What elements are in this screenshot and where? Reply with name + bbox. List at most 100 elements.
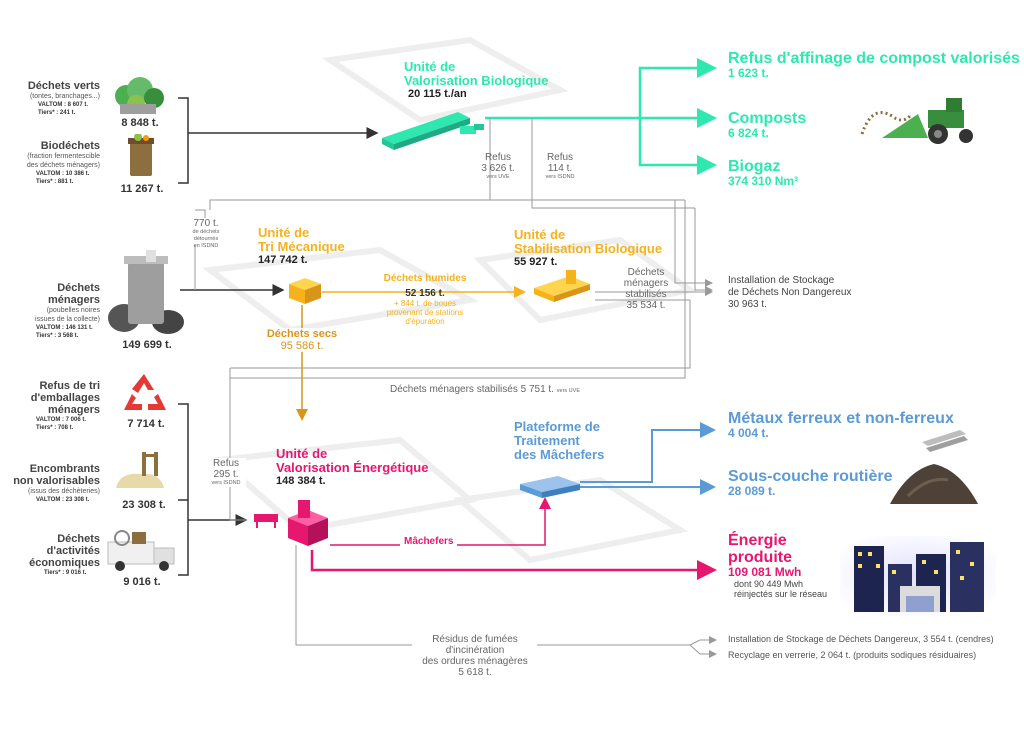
trash-bin-bags-icon bbox=[106, 248, 186, 343]
unit-title: Valorisation Biologique bbox=[404, 73, 549, 88]
source-name: Encombrants bbox=[29, 463, 100, 475]
flow-label: des ordures ménagères bbox=[422, 656, 528, 667]
output-value: 6 824 t. bbox=[728, 126, 769, 140]
output-title: produite bbox=[728, 549, 792, 566]
source-total: 9 016 t. bbox=[123, 576, 161, 588]
unit-valorisation-biologique: Unité de Valorisation Biologique 20 115 … bbox=[404, 59, 549, 101]
source-sub: (poubelles noires bbox=[46, 307, 100, 314]
unit-title: Valorisation Énergétique bbox=[276, 460, 429, 475]
flow-machefers: Mâchefers bbox=[400, 536, 458, 547]
metal-bars-icon bbox=[920, 428, 970, 457]
flow-dechets-secs: Déchets secs 95 586 t. bbox=[264, 328, 340, 352]
source-name: Déchets bbox=[57, 282, 100, 294]
unit-title: Unité de bbox=[404, 59, 456, 74]
source-name: Déchets verts bbox=[27, 80, 100, 92]
flow-value: 770 t. bbox=[193, 218, 219, 229]
unit-value: 147 742 t. bbox=[258, 254, 308, 266]
compost-bin-icon bbox=[126, 133, 156, 185]
source-name: d'emballages bbox=[30, 392, 100, 404]
flow-value: 5 618 t. bbox=[458, 667, 492, 678]
flow-value: 114 t. bbox=[547, 163, 573, 174]
output-isdnd: Installation de Stockage de Déchets Non … bbox=[728, 275, 851, 311]
source-name: non valorisables bbox=[13, 475, 100, 487]
flow-note: détournés bbox=[193, 236, 219, 242]
source-meta: Tiers* : 881 t. bbox=[36, 179, 74, 185]
output-refus-compost: Refus d'affinage de compost valorisés 1 … bbox=[728, 50, 1020, 80]
output-value: 109 081 Mwh bbox=[728, 565, 802, 579]
energie-unit-building-icon bbox=[252, 498, 332, 553]
output-composts: Composts 6 824 t. bbox=[728, 110, 806, 140]
source-meta: VALTOM : 7 006 t. bbox=[36, 417, 87, 423]
flow-note: d'épuration bbox=[405, 317, 445, 326]
output-title: Énergie bbox=[728, 532, 787, 549]
flow-value: 52 156 t. bbox=[405, 288, 445, 299]
unit-plateforme-machefers: Plateforme de Traitement des Mâchefers bbox=[514, 420, 604, 462]
flow-label: ménagers bbox=[623, 278, 669, 289]
recycling-icon bbox=[120, 372, 168, 419]
flow-note: vers ISDND bbox=[545, 174, 575, 180]
unit-value: 148 384 t. bbox=[276, 475, 326, 487]
source-name: économiques bbox=[29, 557, 100, 569]
source-name: d'activités bbox=[46, 545, 100, 557]
bio-unit-building-icon bbox=[378, 108, 488, 161]
flow-dechets-humides: Déchets humides 52 156 t. + 844 t. de bo… bbox=[360, 273, 490, 326]
source-total: 8 848 t. bbox=[121, 117, 159, 129]
green-waste-bin-icon bbox=[110, 74, 166, 121]
flow-detournes: 770 t. de déchets détournés en ISDND bbox=[186, 218, 226, 250]
source-meta: Tiers* : 3 568 t. bbox=[36, 333, 79, 339]
flow-label: Refus bbox=[546, 152, 574, 163]
flow-label: Déchets ménagers stabilisés 5 751 t. bbox=[390, 384, 554, 395]
flow-note: vers UVE bbox=[486, 174, 510, 180]
output-value: 1 623 t. bbox=[728, 66, 769, 80]
output-value: 28 089 t. bbox=[728, 484, 776, 498]
flow-label: Refus bbox=[212, 458, 240, 469]
source-total: 149 699 t. bbox=[122, 339, 172, 351]
unit-title: Stabilisation Biologique bbox=[514, 241, 663, 256]
source-meta: Tiers* : 708 t. bbox=[36, 425, 74, 431]
flow-value: 3 626 t. bbox=[481, 163, 515, 174]
source-total: 11 267 t. bbox=[120, 183, 164, 195]
machefers-platform-icon bbox=[518, 474, 582, 505]
source-meta: Tiers* : 9 016 t. bbox=[44, 570, 87, 576]
source-menagers: Déchets ménagers (poubelles noires issue… bbox=[14, 282, 100, 340]
source-encombrants: Encombrants non valorisables (issus des … bbox=[10, 463, 100, 504]
source-sub: (tontes, branchages...) bbox=[29, 93, 100, 100]
source-name: Refus de tri bbox=[39, 380, 100, 392]
output-souscouche: Sous-couche routière 28 089 t. bbox=[728, 468, 892, 498]
output-value: 4 004 t. bbox=[728, 426, 769, 440]
broken-chair-icon bbox=[110, 448, 170, 499]
unit-title: Plateforme de bbox=[514, 419, 600, 434]
flow-value: 35 534 t. bbox=[626, 300, 666, 311]
source-sub: (fraction fermentescible bbox=[27, 153, 100, 160]
output-value: 374 310 Nm³ bbox=[728, 174, 799, 188]
flow-note: provenant de stations bbox=[386, 308, 464, 317]
unit-valorisation-energetique: Unité de Valorisation Énergétique 148 38… bbox=[276, 447, 429, 488]
source-sub: (issus des déchèteries) bbox=[28, 488, 100, 495]
tri-unit-building-icon bbox=[287, 276, 323, 311]
output-sub: réinjectés sur le réseau bbox=[734, 589, 828, 599]
tractor-icon bbox=[858, 94, 978, 151]
output-energie: Énergie produite 109 081 Mwh dont 90 449… bbox=[728, 532, 827, 599]
output-metaux: Métaux ferreux et non-ferreux 4 004 t. bbox=[728, 410, 954, 440]
flow-value: 95 586 t. bbox=[280, 340, 324, 352]
flow-label: Déchets humides bbox=[383, 273, 467, 284]
source-meta: VALTOM : 10 386 t. bbox=[36, 171, 90, 177]
flow-note: de déchets bbox=[192, 229, 220, 235]
source-name: ménagers bbox=[48, 404, 100, 416]
source-name: Biodéchets bbox=[40, 140, 100, 152]
flow-note: vers ISDND bbox=[211, 480, 241, 486]
flow-refus-uve: Refus 295 t. vers ISDND bbox=[206, 458, 246, 487]
output-title: Refus d'affinage de compost valorisés bbox=[728, 50, 1020, 67]
unit-title: Traitement bbox=[514, 433, 580, 448]
unit-title: Tri Mécanique bbox=[258, 239, 345, 254]
flow-refus-bio-1: Refus 3 626 t. vers UVE bbox=[478, 152, 518, 181]
output-title: Composts bbox=[728, 110, 807, 127]
output-verrerie: Recyclage en verrerie, 2 064 t. (produit… bbox=[728, 650, 977, 660]
stab-unit-building-icon bbox=[530, 270, 594, 311]
source-meta: VALTOM : 23 308 t. bbox=[36, 497, 90, 503]
output-label: Installation de Stockage bbox=[728, 275, 835, 286]
unit-title: Unité de bbox=[514, 227, 566, 242]
source-meta: VALTOM : 8 607 t. bbox=[38, 102, 89, 108]
flow-label: Déchets bbox=[627, 267, 665, 278]
